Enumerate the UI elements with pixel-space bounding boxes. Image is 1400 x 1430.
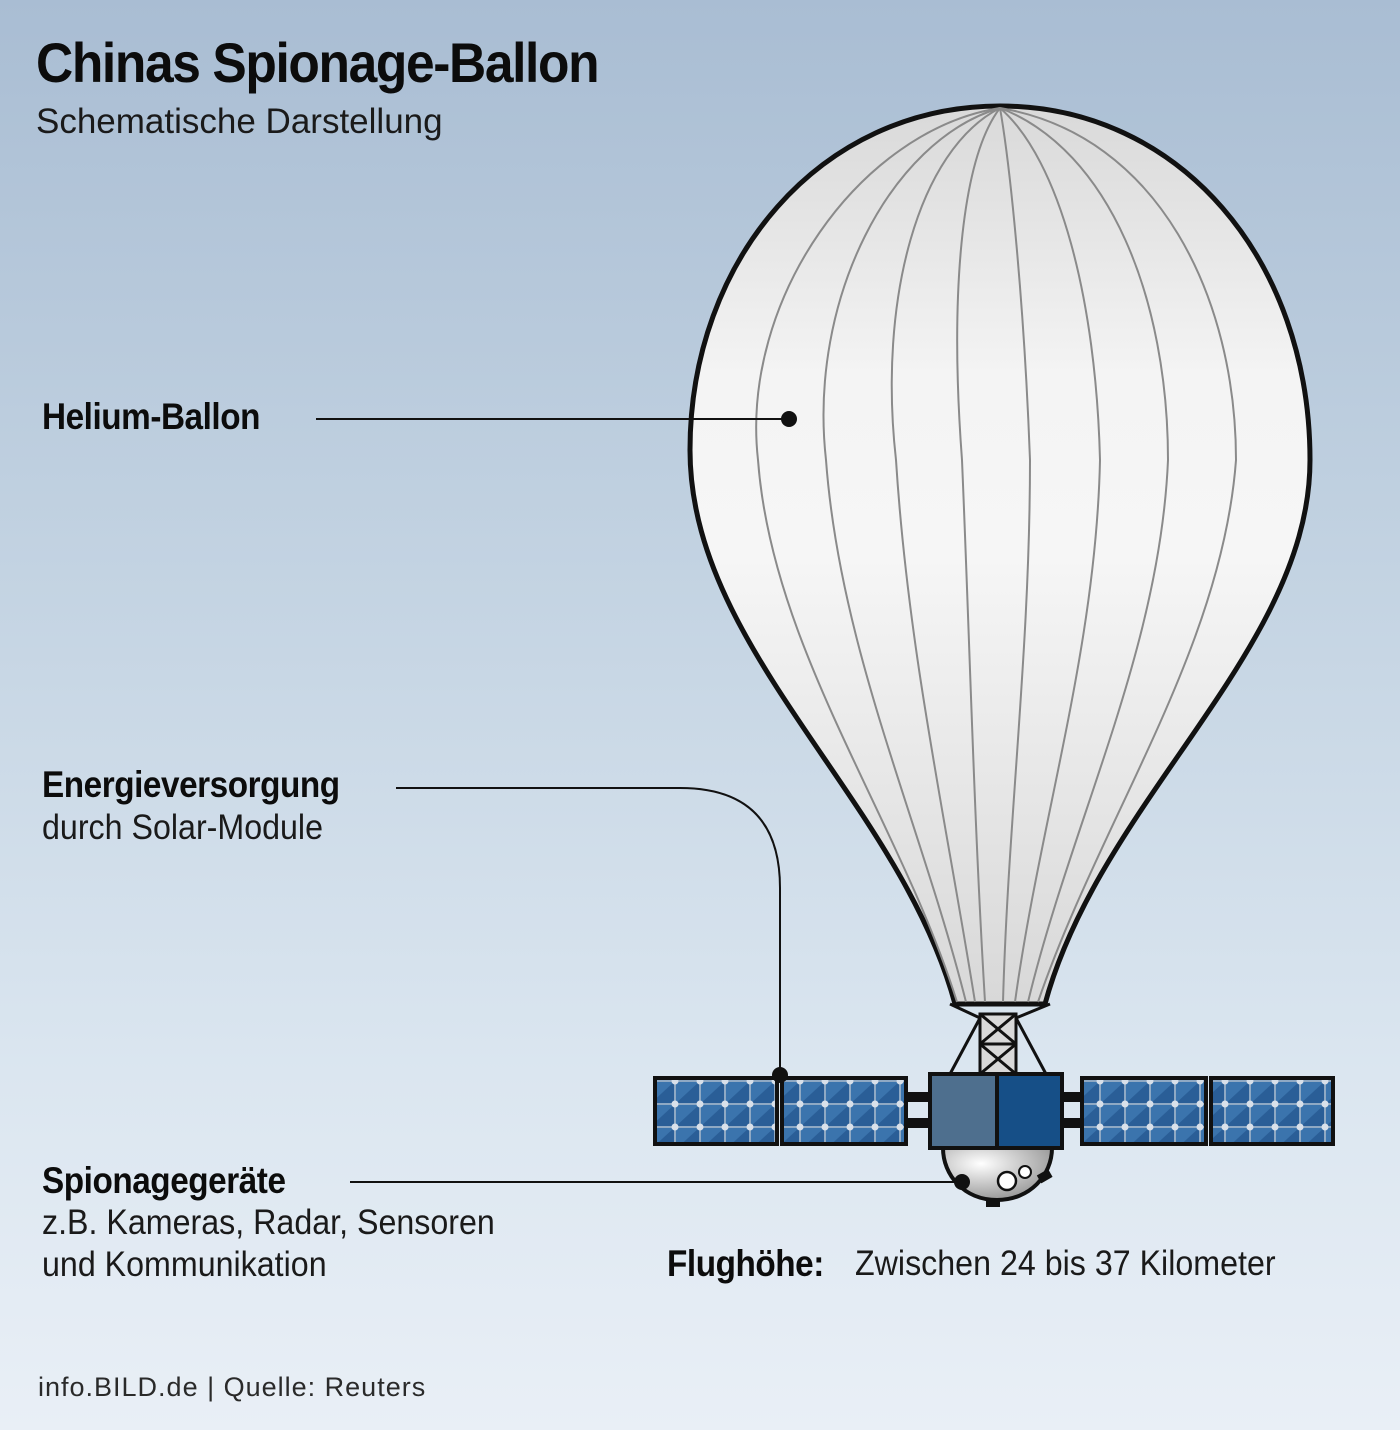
page-subtitle: Schematische Darstellung xyxy=(36,102,443,141)
label-energy-title: Energieversorgung xyxy=(42,764,340,805)
solar-panels xyxy=(653,1076,1335,1146)
callout-dot-spy xyxy=(954,1174,970,1190)
label-spy-line2: und Kommunikation xyxy=(42,1245,327,1284)
helium-balloon xyxy=(687,103,1313,1007)
suspension-truss xyxy=(948,1002,1051,1076)
label-spy-line1: z.B. Kameras, Radar, Sensoren xyxy=(42,1203,495,1242)
callout-dot-balloon xyxy=(781,411,797,427)
label-altitude-text: Zwischen 24 bis 37 Kilometer xyxy=(855,1244,1276,1283)
label-energy-text: durch Solar-Module xyxy=(42,808,324,847)
label-altitude-title: Flughöhe: xyxy=(667,1243,824,1284)
solar-panel xyxy=(1080,1076,1208,1146)
label-spy-title: Spionagegeräte xyxy=(42,1160,286,1201)
sensor-dome xyxy=(940,1146,1055,1207)
solar-panel xyxy=(1209,1076,1335,1146)
leader-line-energy xyxy=(396,787,781,1074)
label-balloon-title: Helium-Ballon xyxy=(42,396,261,437)
callout-dot-energy xyxy=(772,1067,788,1083)
solar-panel xyxy=(653,1076,779,1146)
solar-panel xyxy=(780,1076,908,1146)
footer-source: info.BILD.de | Quelle: Reuters xyxy=(38,1372,427,1402)
payload-box xyxy=(928,1072,1064,1150)
leader-lines xyxy=(316,418,962,1183)
balloon-gores xyxy=(755,107,1238,1003)
page-title: Chinas Spionage-Ballon xyxy=(36,31,600,94)
